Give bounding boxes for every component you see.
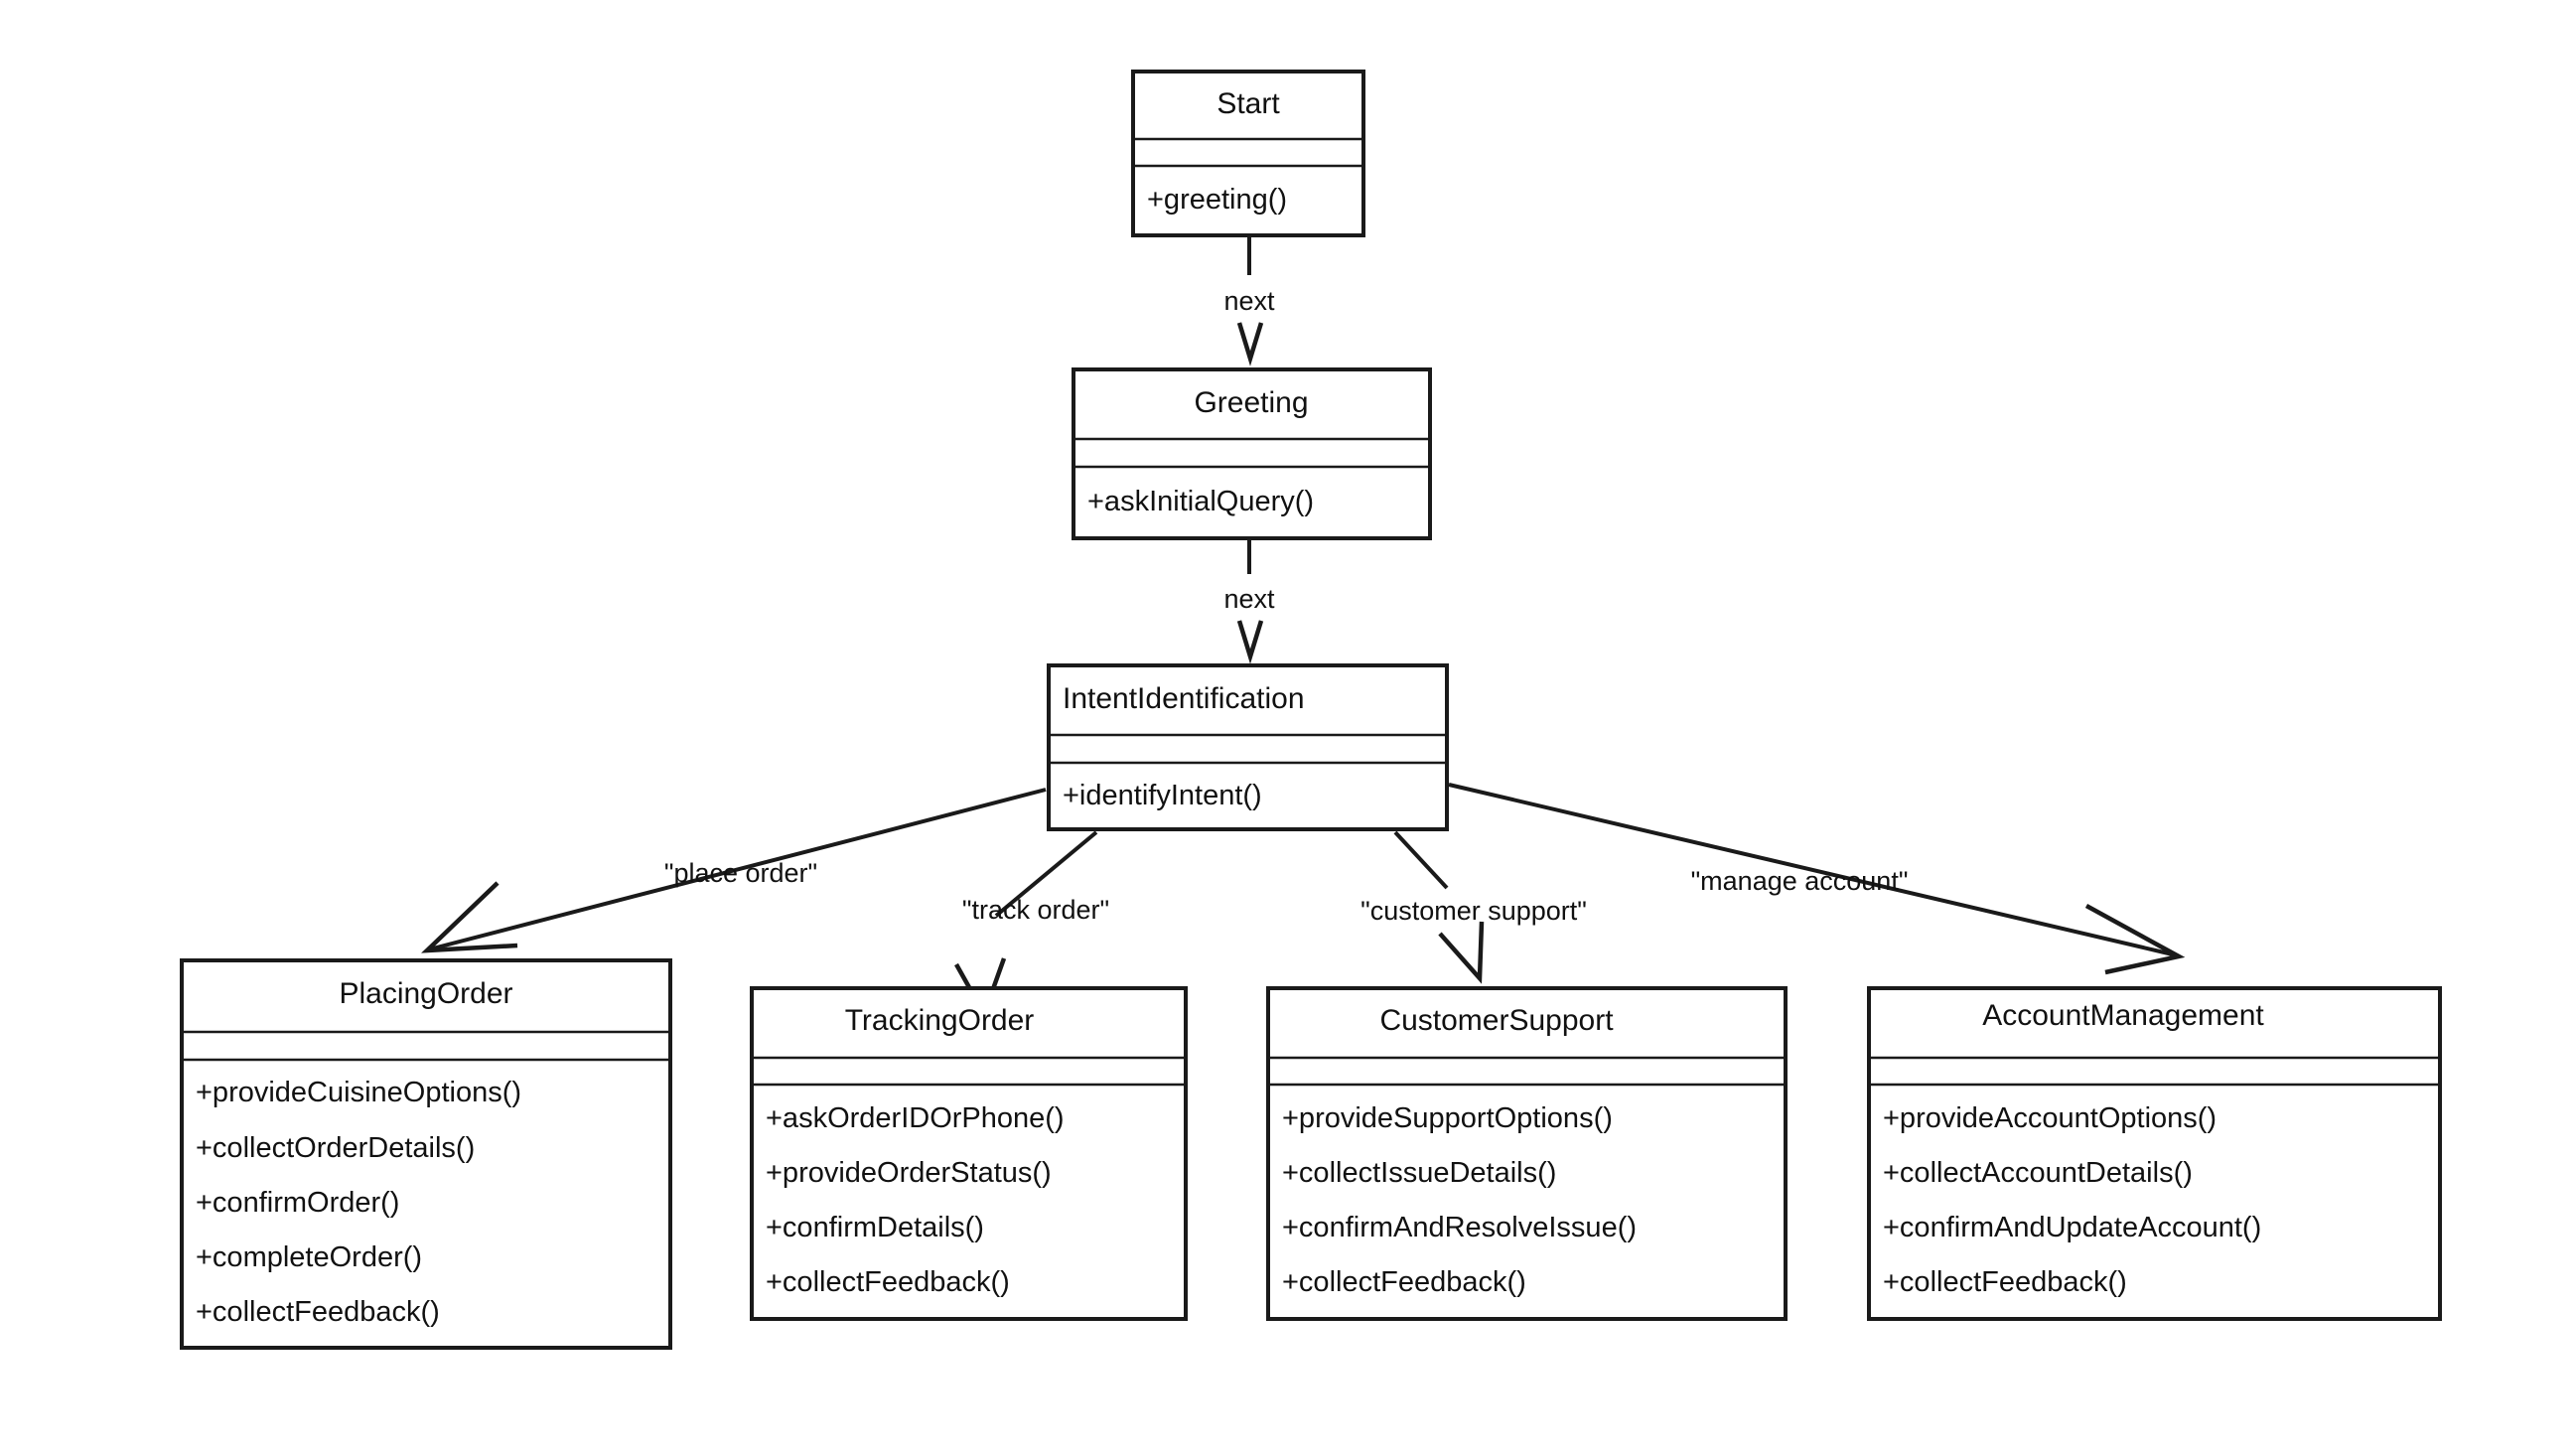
class-box-greeting[interactable]: Greeting +askInitialQuery(): [1072, 367, 1432, 540]
class-box-greeting-frame: [1072, 367, 1432, 540]
class-name-placing-order: PlacingOrder: [339, 977, 512, 1010]
edge-label-manage-account: "manage account": [1691, 866, 1909, 896]
edge-label-track-order: "track order": [962, 895, 1109, 925]
class-box-account-management[interactable]: AccountManagement +provideAccountOptions…: [1867, 986, 2442, 1321]
class-box-tracking-order[interactable]: TrackingOrder +askOrderIDOrPhone() +prov…: [750, 986, 1188, 1321]
class-method-greeting-0: +askInitialQuery(): [1087, 486, 1314, 517]
class-method-placing-order-2: +confirmOrder(): [196, 1187, 399, 1219]
class-method-customer-support-0: +provideSupportOptions(): [1282, 1102, 1613, 1134]
class-method-account-management-0: +provideAccountOptions(): [1883, 1102, 2217, 1134]
class-box-tracking-order-frame: [750, 986, 1188, 1321]
class-method-tracking-order-3: +collectFeedback(): [766, 1266, 1010, 1298]
class-method-placing-order-0: +provideCuisineOptions(): [196, 1077, 521, 1108]
arrowhead-intent-placing: [421, 881, 518, 953]
edge-intent-to-account-management: "manage account": [1448, 783, 2186, 975]
class-name-account-management: AccountManagement: [1982, 999, 2264, 1032]
class-method-start-0: +greeting(): [1147, 184, 1287, 216]
class-method-customer-support-1: +collectIssueDetails(): [1282, 1157, 1556, 1189]
arrowhead-intent-account: [2084, 904, 2186, 975]
edge-line-intent-tracking: [994, 830, 1098, 918]
edge-greeting-to-intent: next: [1223, 540, 1275, 664]
class-method-customer-support-3: +collectFeedback(): [1282, 1266, 1526, 1298]
edge-line-intent-support: [1393, 830, 1449, 890]
arrowhead-intent-support: [1438, 921, 1485, 984]
edge-intent-to-placing-order: "place order": [421, 788, 1047, 953]
class-method-account-management-3: +collectFeedback(): [1883, 1266, 2127, 1298]
class-method-tracking-order-2: +confirmDetails(): [766, 1212, 984, 1243]
class-name-intent-identification: IntentIdentification: [1063, 682, 1305, 715]
class-method-account-management-1: +collectAccountDetails(): [1883, 1157, 2193, 1189]
class-box-placing-order[interactable]: PlacingOrder +provideCuisineOptions() +c…: [180, 958, 672, 1350]
edge-label-customer-support: "customer support": [1360, 896, 1587, 926]
edge-label-greeting-intent: next: [1223, 584, 1275, 614]
class-name-greeting: Greeting: [1194, 386, 1308, 419]
class-box-account-management-frame: [1867, 986, 2442, 1321]
edge-label-start-greeting: next: [1223, 286, 1275, 316]
arrowhead-greeting-intent: [1236, 620, 1264, 664]
class-method-placing-order-3: +completeOrder(): [196, 1241, 422, 1273]
edge-label-place-order: "place order": [664, 858, 817, 888]
class-method-tracking-order-0: +askOrderIDOrPhone(): [766, 1102, 1065, 1134]
class-method-account-management-2: +confirmAndUpdateAccount(): [1883, 1212, 2261, 1243]
class-box-customer-support-frame: [1266, 986, 1788, 1321]
edge-line-intent-placing: [428, 788, 1047, 951]
class-name-start: Start: [1216, 87, 1280, 120]
class-box-start-frame: [1131, 70, 1365, 237]
class-method-placing-order-1: +collectOrderDetails(): [196, 1132, 475, 1164]
arrowhead-start-greeting: [1236, 322, 1264, 366]
class-box-customer-support[interactable]: CustomerSupport +provideSupportOptions()…: [1266, 986, 1788, 1321]
class-name-tracking-order: TrackingOrder: [845, 1004, 1035, 1037]
edge-intent-to-customer-support: "customer support": [1360, 830, 1587, 984]
edge-start-to-greeting: next: [1223, 237, 1275, 366]
edge-line-intent-account: [1448, 783, 2178, 957]
class-method-intent-0: +identifyIntent(): [1063, 780, 1262, 811]
class-box-start[interactable]: Start +greeting(): [1131, 70, 1365, 237]
class-box-placing-order-frame: [180, 958, 672, 1350]
class-name-customer-support: CustomerSupport: [1379, 1004, 1614, 1037]
class-method-placing-order-4: +collectFeedback(): [196, 1296, 440, 1328]
class-method-customer-support-2: +confirmAndResolveIssue(): [1282, 1212, 1637, 1243]
class-box-intent-frame: [1047, 663, 1449, 831]
class-method-tracking-order-1: +provideOrderStatus(): [766, 1157, 1052, 1189]
class-box-intent-identification[interactable]: IntentIdentification +identifyIntent(): [1047, 663, 1449, 831]
